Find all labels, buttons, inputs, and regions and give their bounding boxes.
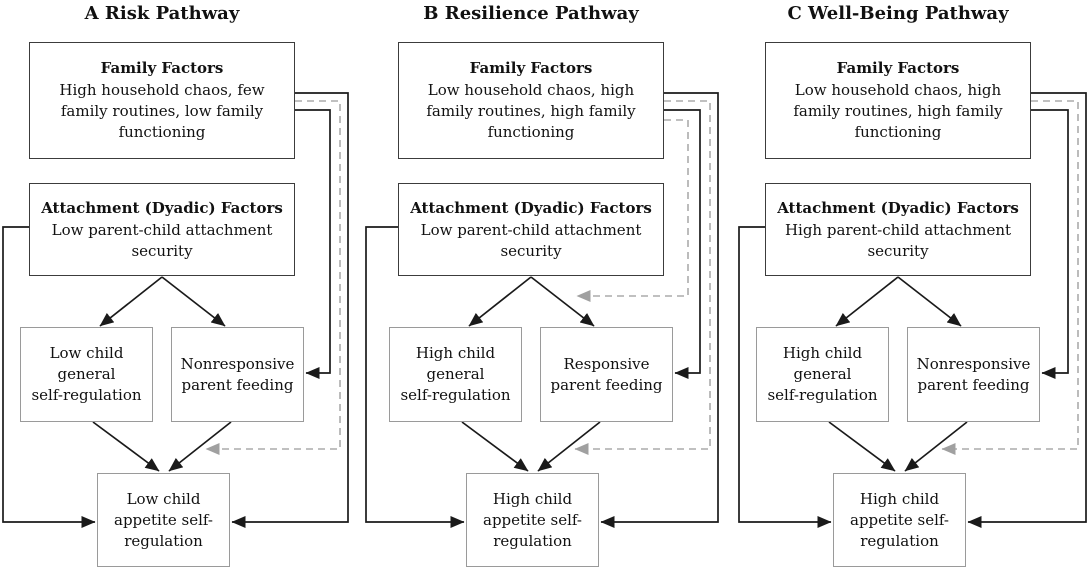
family-factors-heading: Family Factors	[469, 59, 593, 77]
attachment-factors-heading: Attachment (Dyadic) Factors	[41, 198, 283, 217]
child-appetite-self-regulation-box: High child appetite self- regulation	[833, 473, 966, 567]
parent-feeding-box: Responsive parent feeding	[540, 327, 673, 422]
panel-title: C Well-Being Pathway	[787, 3, 1009, 24]
family-factors-heading: Family Factors	[836, 59, 960, 77]
parent-feeding-box: Nonresponsive parent feeding	[907, 327, 1040, 422]
child-appetite-self-regulation-box: Low child appetite self- regulation	[97, 473, 230, 567]
family-factors-body: High household chaos, few family routine…	[59, 81, 265, 141]
family-factors-box: Family Factors Low household chaos, high…	[398, 42, 664, 159]
parent-feeding-box: Nonresponsive parent feeding	[171, 327, 304, 422]
panel-risk-pathway: A Risk Pathway Family Factors High house…	[0, 0, 363, 570]
child-general-self-regulation-box: High child general self-regulation	[756, 327, 889, 422]
attachment-factors-box: Attachment (Dyadic) Factors Low parent-c…	[398, 183, 664, 276]
attachment-factors-box: Attachment (Dyadic) Factors High parent-…	[765, 183, 1031, 276]
child-appetite-self-regulation-box: High child appetite self- regulation	[466, 473, 599, 567]
panel-title: A Risk Pathway	[84, 3, 240, 24]
family-factors-body: Low household chaos, high family routine…	[426, 81, 636, 141]
panel-well-being-pathway: C Well-Being Pathway Family Factors Low …	[736, 0, 1089, 570]
attachment-factors-heading: Attachment (Dyadic) Factors	[777, 198, 1019, 217]
family-factors-body: Low household chaos, high family routine…	[793, 81, 1003, 141]
child-general-self-regulation-box: High child general self-regulation	[389, 327, 522, 422]
family-factors-box: Family Factors High household chaos, few…	[29, 42, 295, 159]
attachment-factors-body: High parent-child attachment security	[784, 220, 1012, 260]
family-factors-box: Family Factors Low household chaos, high…	[765, 42, 1031, 159]
attachment-factors-box: Attachment (Dyadic) Factors Low parent-c…	[29, 183, 295, 276]
family-factors-heading: Family Factors	[100, 59, 224, 77]
attachment-factors-body: Low parent-child attachment security	[420, 220, 642, 260]
attachment-factors-heading: Attachment (Dyadic) Factors	[410, 198, 652, 217]
panel-title: B Resilience Pathway	[423, 3, 639, 24]
panel-resilience-pathway: B Resilience Pathway Family Factors Low …	[369, 0, 732, 570]
child-general-self-regulation-box: Low child general self-regulation	[20, 327, 153, 422]
attachment-factors-body: Low parent-child attachment security	[51, 220, 273, 260]
